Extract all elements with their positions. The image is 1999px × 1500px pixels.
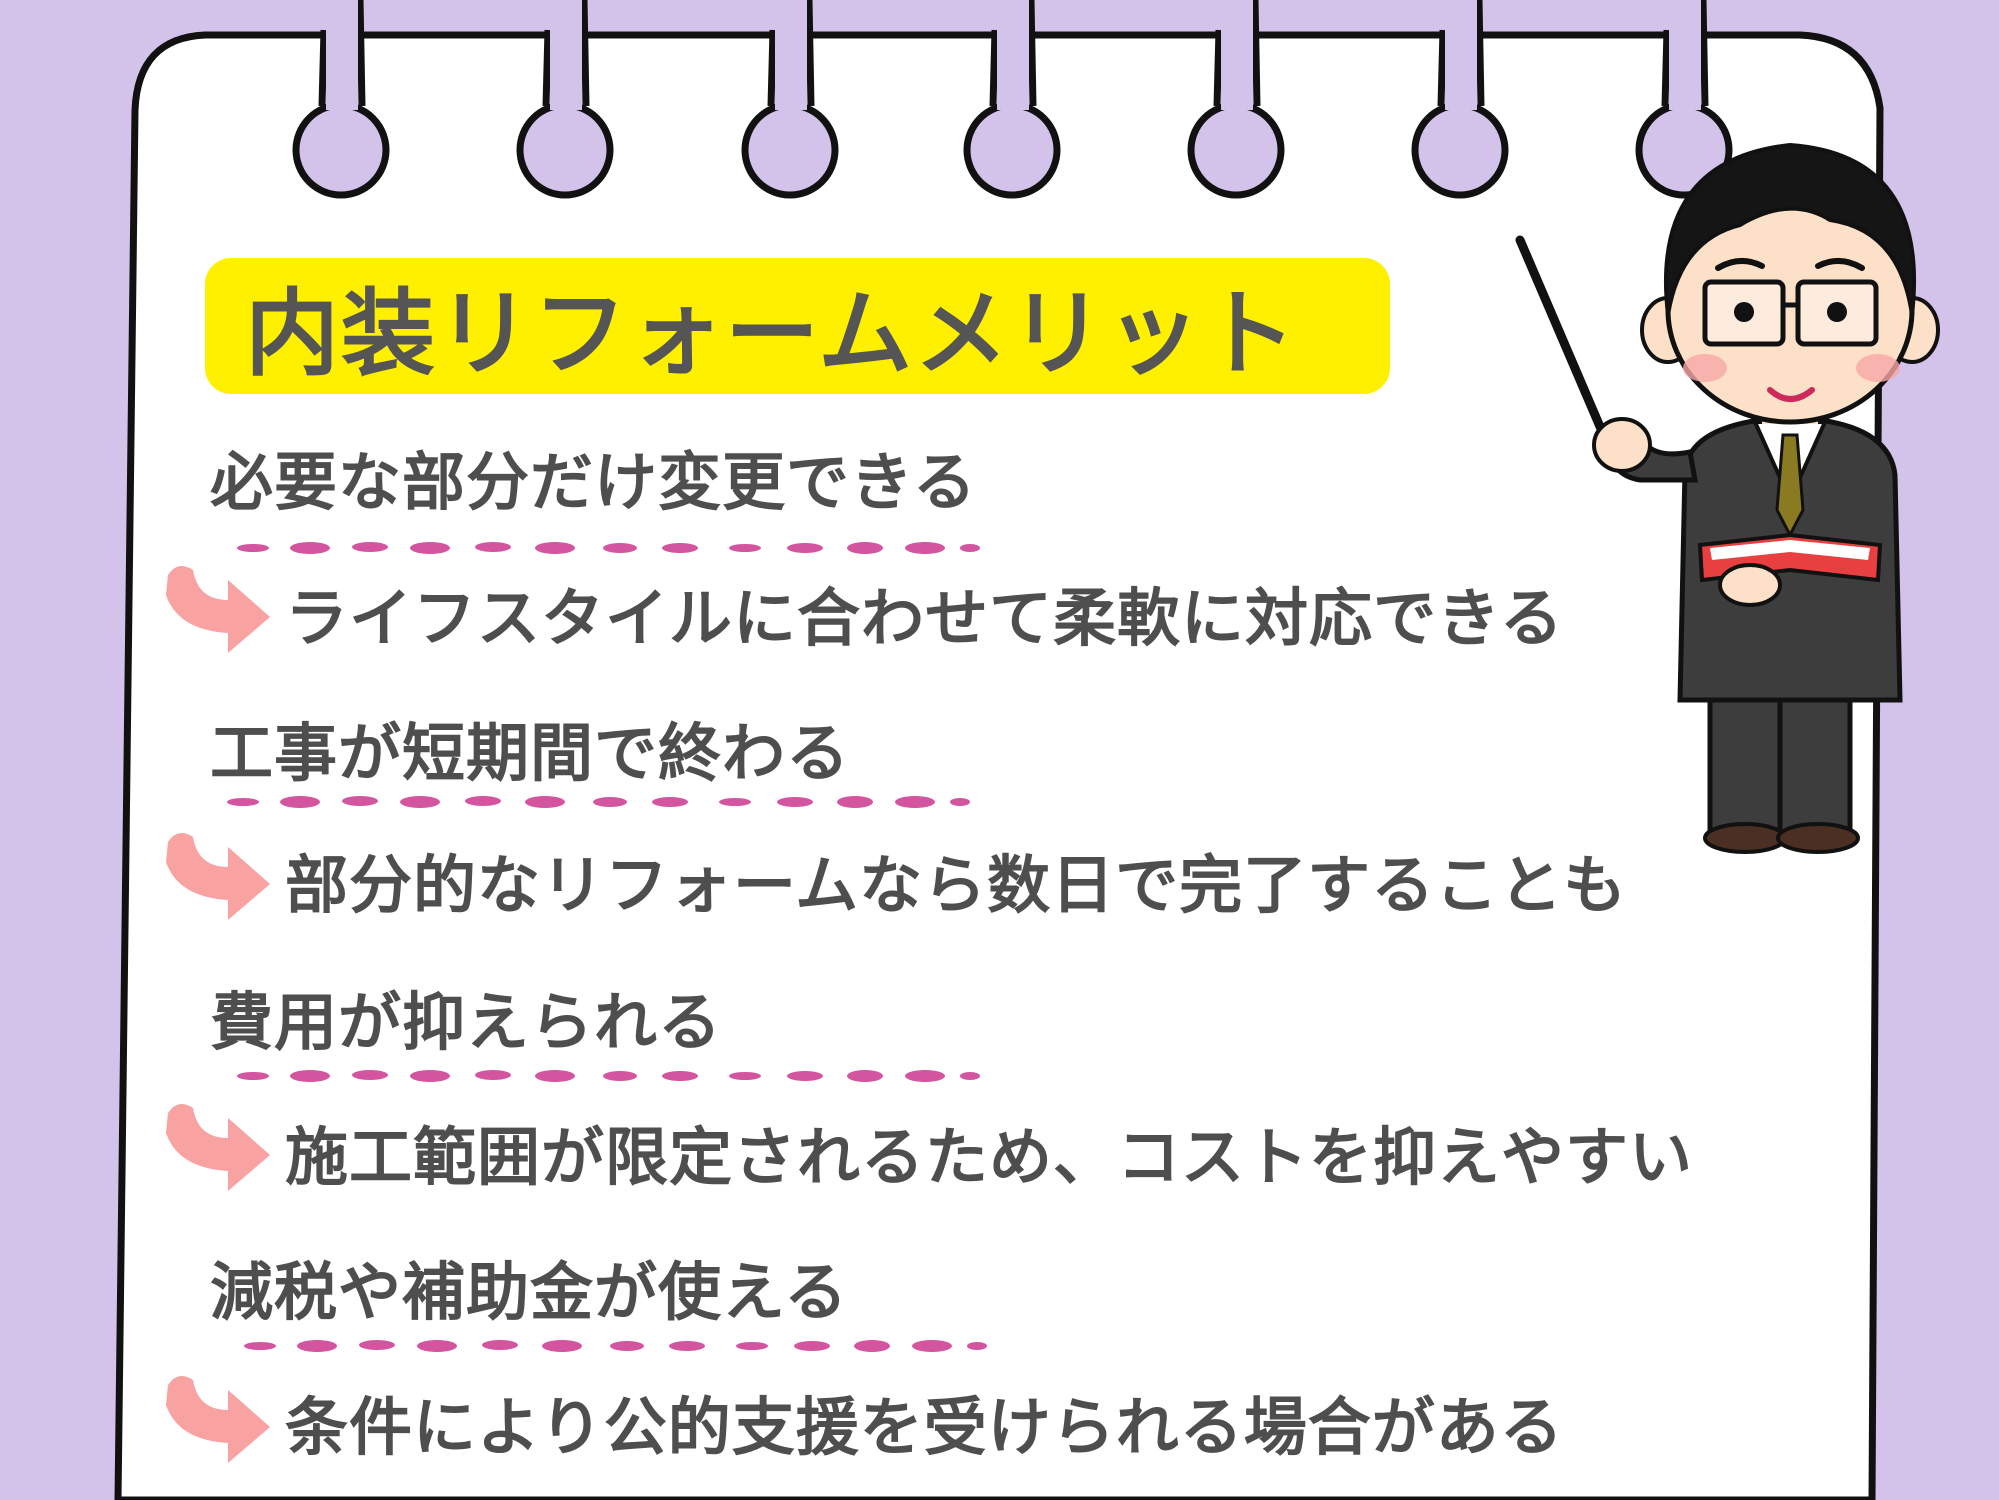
teacher-with-pointer-illustration [1515, 142, 1940, 854]
merit-heading: 工事が短期間で終わる [210, 717, 850, 790]
binder-ring-icon [1635, 0, 1733, 199]
binder-rings [292, 0, 1733, 199]
curved-arrow-icon [166, 1376, 270, 1463]
merit-detail: 施工範囲が限定されるため、コストを抑えやすい [285, 1121, 1693, 1194]
binder-ring-icon [292, 0, 390, 199]
binder-ring-icon [516, 0, 614, 199]
merit-detail: ライフスタイルに合わせて柔軟に対応できる [285, 582, 1564, 655]
dashed-underline [227, 796, 970, 808]
page-title: 内装リフォームメリット [245, 280, 1299, 389]
binder-ring-icon [741, 0, 839, 199]
curved-arrow-icon [166, 1104, 270, 1191]
merit-heading: 必要な部分だけ変更できる [210, 446, 977, 519]
dashed-underline [244, 1340, 987, 1352]
binder-ring-icon [963, 0, 1061, 199]
merit-detail: 条件により公的支援を受けられる場合がある [285, 1391, 1564, 1464]
merit-heading: 費用が抑えられる [210, 986, 722, 1059]
merit-heading: 減税や補助金が使える [210, 1256, 849, 1329]
dashed-underline [237, 542, 980, 554]
dashed-underline [237, 1070, 980, 1082]
binder-ring-icon [1411, 0, 1509, 199]
title-banner: 内装リフォームメリット [205, 258, 1390, 394]
merit-detail: 部分的なリフォームなら数日で完了することも [285, 849, 1628, 922]
curved-arrow-icon [166, 566, 270, 653]
binder-ring-icon [1187, 0, 1285, 199]
curved-arrow-icon [166, 833, 270, 920]
